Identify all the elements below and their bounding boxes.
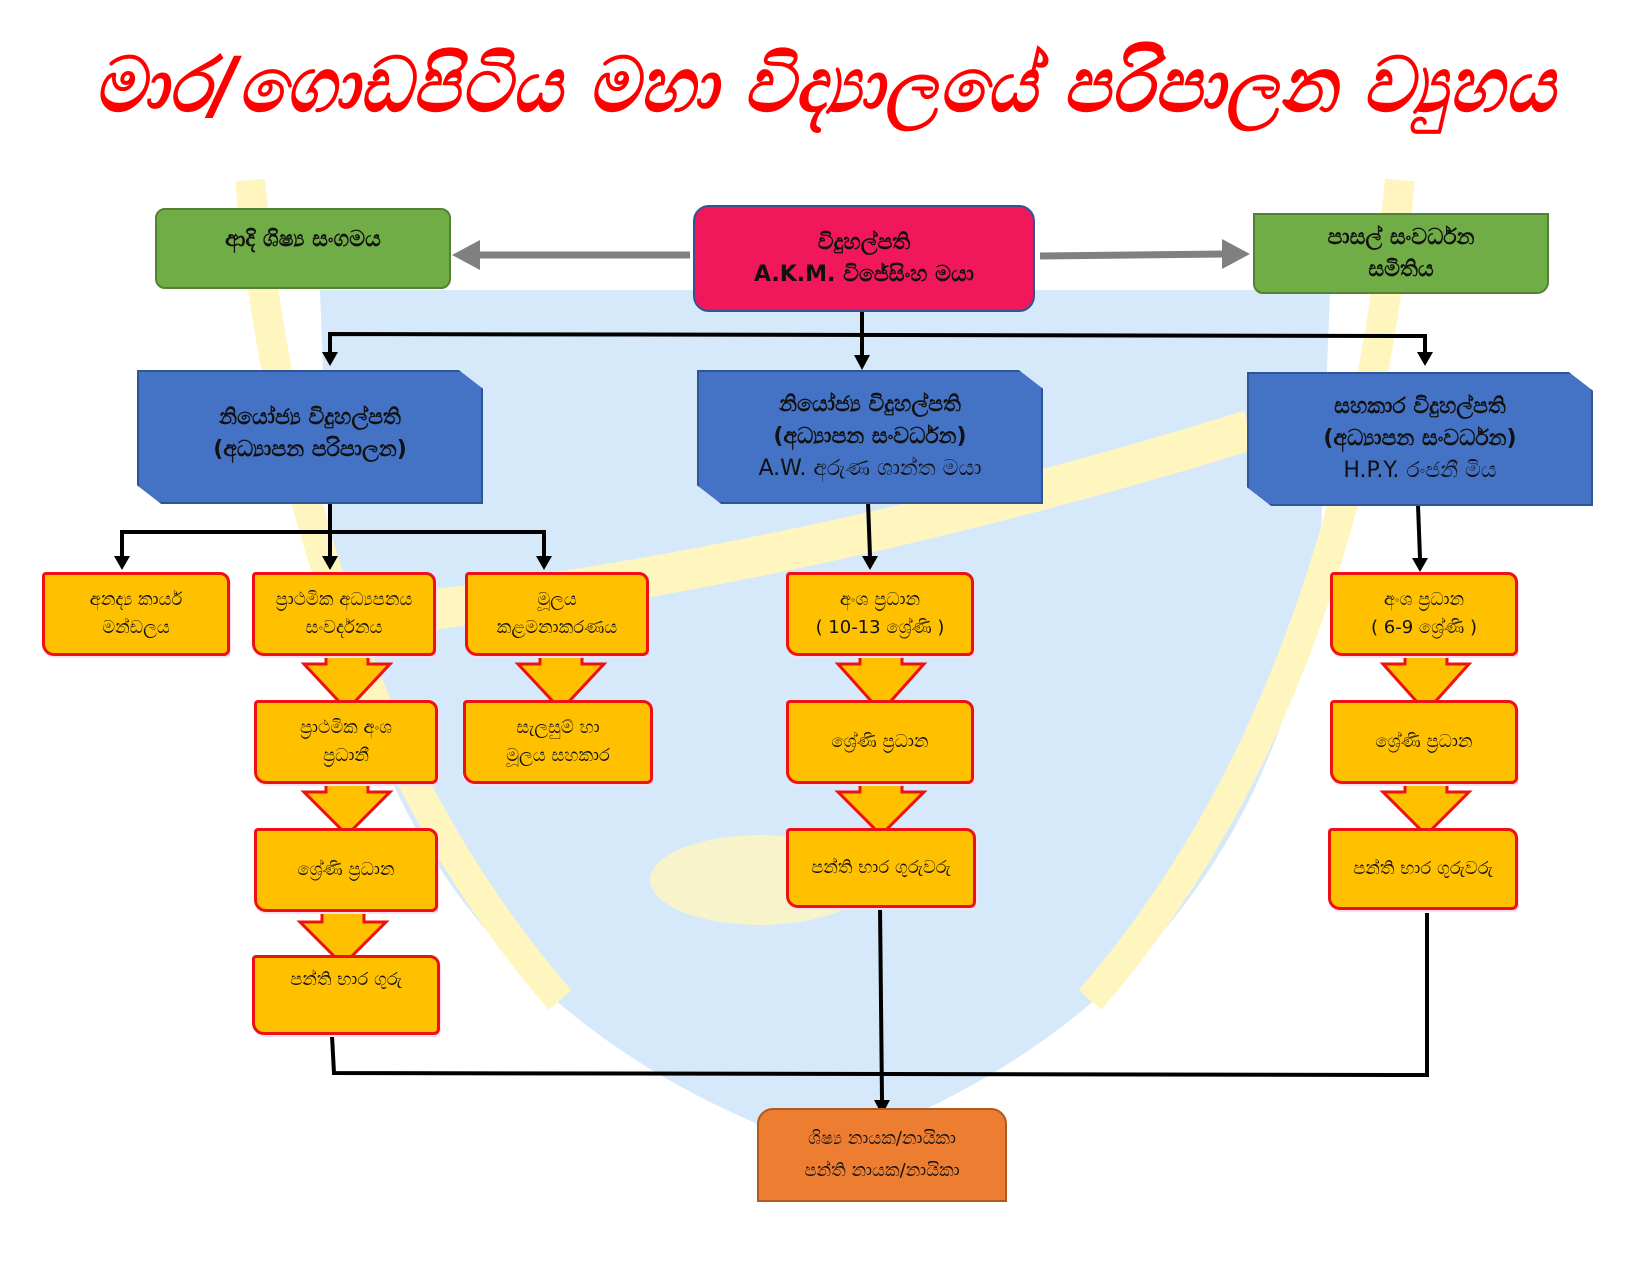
prefects-line1: ශිෂ්‍ය නායක/නායිකා	[808, 1128, 956, 1149]
sds-line2: සමිතිය	[1368, 256, 1434, 282]
principal-name: A.K.M. විජේසිංහ මයා	[753, 261, 975, 287]
class-teachers-middle-label: පන්ති භාර ගුරුවරු	[811, 857, 951, 878]
class-teacher-left-box[interactable]: පන්ති භාර ගුරු	[252, 955, 440, 1035]
deputy-dev-role: නියෝජ්‍ය විදුහල්පති	[779, 392, 961, 417]
class-teachers-middle-box[interactable]: පන්ති භාර ගුරුවරු	[786, 828, 976, 908]
flow-arrows	[296, 648, 1473, 968]
principal-role: විදුහල්පති	[817, 229, 911, 255]
class-teachers-right-label: පන්ති භාර ගුරුවරු	[1353, 858, 1493, 879]
section-head-10-13-line2: ( 10-13 ශ්‍රේණි )	[815, 617, 945, 638]
deputy-principal-admin-box[interactable]: නියෝජ්‍ය විදුහල්පති (අධ්‍යාපන පරිපාලන)	[137, 370, 483, 504]
grade-head-left-label: ශ්‍රේණි ප්‍රධාන	[297, 859, 395, 880]
primary-head-line2: ප්‍රධානී	[322, 745, 370, 766]
prefects-box[interactable]: ශිෂ්‍ය නායක/නායිකා පන්ති නායක/නායිකා	[757, 1108, 1007, 1202]
finance-line1: මූලය	[537, 589, 577, 610]
class-teachers-right-box[interactable]: පන්ති භාර ගුරුවරු	[1328, 828, 1518, 910]
section-head-10-13-box[interactable]: අංශ ප්‍රධාන ( 10-13 ශ්‍රේණි )	[786, 572, 974, 656]
finance-line2: කළමනාකරණය	[496, 617, 618, 638]
deputy-principal-development-box[interactable]: නියෝජ්‍ය විදුහල්පති (අධ්‍යාපන සංවර්ධන) A…	[697, 370, 1043, 504]
grade-head-left-box[interactable]: ශ්‍රේණි ප්‍රධාන	[254, 828, 438, 912]
prefects-line2: පන්ති නායක/නායිකා	[804, 1160, 960, 1181]
primary-head-line1: ප්‍රාථමික අංශ	[299, 717, 393, 738]
assistant-dept: (අධ්‍යාපන සංවර්ධන)	[1323, 426, 1517, 451]
past-pupils-association-box[interactable]: ආදි ශිෂ්‍ය සංගමය	[155, 208, 451, 289]
class-teacher-left-label: පන්ති භාර ගුරු	[290, 969, 402, 990]
section-head-6-9-line2: ( 6-9 ශ්‍රේණි )	[1371, 617, 1477, 638]
primary-dev-line2: සංවර්දනය	[305, 617, 383, 638]
grade-head-middle-label: ශ්‍රේණි ප්‍රධාන	[831, 731, 929, 752]
assistant-principal-box[interactable]: සහකාර විදුහල්පති (අධ්‍යාපන සංවර්ධන) H.P.…	[1247, 372, 1593, 506]
deputy-dev-name: A.W. අරුණ ශාන්ත මයා	[758, 456, 982, 481]
primary-section-head-box[interactable]: ප්‍රාථමික අංශ ප්‍රධානී	[254, 700, 438, 784]
past-pupils-association-label: ආදි ශිෂ්‍ය සංගමය	[225, 227, 381, 252]
welfare-line1: අනද්‍ය කාර්ය	[89, 589, 183, 610]
planning-line1: සැලසුම් හා	[516, 717, 600, 738]
primary-dev-line1: ප්‍රාථමික අධ්‍යපනය	[275, 589, 413, 610]
side-arrow-left	[452, 240, 690, 270]
finance-management-box[interactable]: මූලය කළමනාකරණය	[465, 572, 649, 656]
deputy-admin-dept: (අධ්‍යාපන පරිපාලන)	[213, 437, 407, 462]
section-head-10-13-line1: අංශ ප්‍රධාන	[839, 589, 921, 610]
grade-head-right-box[interactable]: ශ්‍රේණි ප්‍රධාන	[1330, 700, 1518, 784]
section-head-6-9-line1: අංශ ප්‍රධාන	[1383, 589, 1465, 610]
side-arrow-right	[1039, 239, 1250, 269]
assistant-name: H.P.Y. රංජනී මිය	[1343, 458, 1497, 483]
planning-line2: මූලය සහකාර	[506, 745, 610, 766]
deputy-admin-role: නියෝජ්‍ය විදුහල්පති	[219, 405, 401, 430]
grade-head-right-label: ශ්‍රේණි ප්‍රධාන	[1375, 731, 1473, 752]
primary-education-development-box[interactable]: ප්‍රාථමික අධ්‍යපනය සංවර්දනය	[252, 572, 436, 656]
deputy-dev-dept: (අධ්‍යාපන සංවර්ධන)	[773, 424, 967, 449]
page-title: මාර/ගොඩපිටිය මහා විද්‍යාලයේ පරිපාලන ව්‍ය…	[94, 40, 1556, 129]
planning-finance-assistant-box[interactable]: සැලසුම් හා මූලය සහකාර	[463, 700, 653, 784]
welfare-line2: මන්ඩලය	[102, 617, 170, 638]
welfare-committee-box[interactable]: අනද්‍ය කාර්ය මන්ඩලය	[42, 572, 230, 656]
grade-head-middle-box[interactable]: ශ්‍රේණි ප්‍රධාන	[786, 700, 974, 784]
assistant-role: සහකාර විදුහල්පති	[1334, 394, 1506, 419]
principal-box[interactable]: විදුහල්පති A.K.M. විජේසිංහ මයා	[693, 205, 1035, 312]
section-head-6-9-box[interactable]: අංශ ප්‍රධාන ( 6-9 ශ්‍රේණි )	[1330, 572, 1518, 656]
school-development-society-box[interactable]: පාසල් සංවර්ධන සමිතිය	[1253, 213, 1549, 294]
sds-line1: පාසල් සංවර්ධන	[1327, 224, 1475, 250]
